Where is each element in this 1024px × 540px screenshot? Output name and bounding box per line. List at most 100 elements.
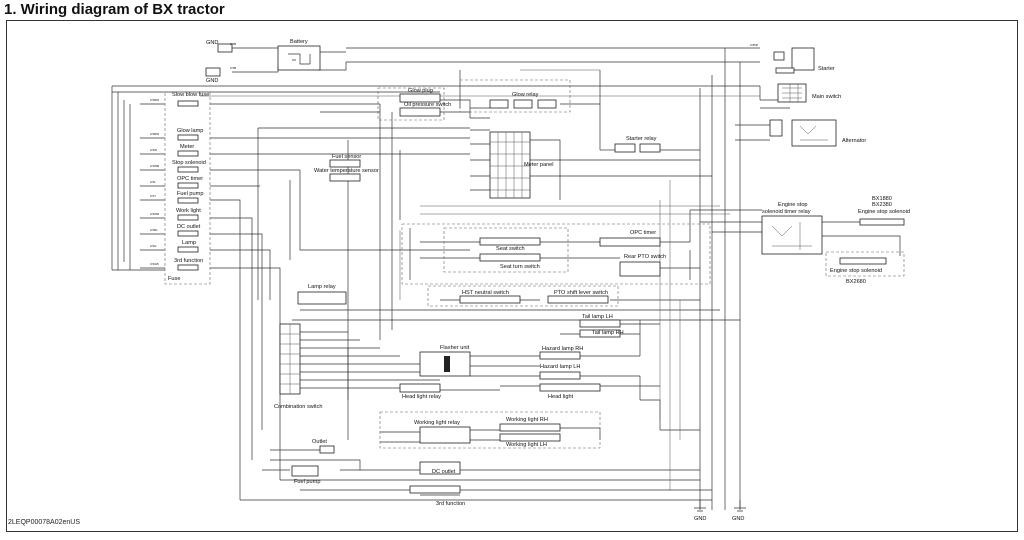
outlet-connector bbox=[319, 445, 335, 454]
alternator-connector bbox=[769, 119, 783, 137]
glow-plug-label: Glow plug bbox=[408, 88, 433, 94]
working-light-relay-label: Working light relay bbox=[414, 420, 460, 426]
working-light-relay-box bbox=[419, 426, 471, 444]
fuel-sensor-label: Fuel sensor bbox=[332, 154, 361, 160]
third-function-connector bbox=[409, 485, 461, 494]
svg-text:0.5RW: 0.5RW bbox=[150, 132, 159, 136]
third-function-fuse-label: 3rd function bbox=[174, 258, 203, 264]
battery-box bbox=[277, 45, 321, 71]
glow-relay-region bbox=[459, 79, 571, 113]
starter-label: Starter bbox=[818, 66, 835, 72]
glow-plug-connector bbox=[399, 93, 441, 103]
engine-stop-solenoid-b-label: Engine stop solenoid bbox=[830, 268, 882, 274]
svg-text:0.5G: 0.5G bbox=[150, 244, 157, 248]
svg-text:0.5B: 0.5B bbox=[230, 66, 236, 70]
gnd-label-bottom-b: GND bbox=[732, 516, 744, 522]
engine-stop-label-2: solenoid timer relay bbox=[762, 209, 811, 215]
hazard-lamp-rh-connector bbox=[539, 351, 581, 360]
combination-switch-label: Combination switch bbox=[274, 404, 323, 410]
hazard-lamp-lh-label: Hazard lamp LH bbox=[540, 364, 580, 370]
flasher-unit-core bbox=[444, 356, 450, 372]
third-function-label: 3rd function bbox=[436, 501, 465, 507]
working-light-region bbox=[379, 411, 601, 449]
document-code: 2LEQP00078A02enUS bbox=[8, 519, 80, 526]
svg-text:0.5WB: 0.5WB bbox=[150, 164, 159, 168]
meter-label: Meter bbox=[180, 144, 194, 150]
hst-neutral-switch-label: HST neutral switch bbox=[462, 290, 509, 296]
fuse-box-region bbox=[164, 91, 211, 285]
head-light-connector bbox=[539, 383, 601, 392]
dc-outlet-fuse-label: DC outlet bbox=[177, 224, 201, 230]
ground-terminals bbox=[694, 500, 746, 512]
svg-text:0.5L: 0.5L bbox=[150, 180, 156, 184]
alternator-label: Alternator bbox=[842, 138, 866, 144]
oil-pressure-switch-label: Oil pressure switch bbox=[404, 102, 451, 108]
glow-relay-connector-a bbox=[489, 99, 509, 109]
starter-relay-connector-b bbox=[639, 143, 661, 153]
work-light-label: Work light bbox=[176, 208, 201, 214]
engine-stop-solenoid-label: Engine stop solenoid bbox=[858, 209, 910, 215]
head-light-label: Head light bbox=[548, 394, 574, 400]
alternator-box bbox=[791, 119, 837, 147]
slow-blow-fuse-label: Slow blow fuse bbox=[172, 92, 209, 98]
seat-turn-switch-label: Seat turn switch bbox=[500, 264, 540, 270]
diagram-title: 1. Wiring diagram of BX tractor bbox=[4, 1, 225, 18]
rear-pto-switch-box bbox=[619, 261, 661, 277]
seat-switch-region bbox=[443, 227, 569, 273]
tail-lamp-rh-connector bbox=[579, 329, 621, 338]
meter-panel-box bbox=[489, 131, 531, 199]
glow-relay-label: Glow relay bbox=[512, 92, 539, 98]
dc-outlet-label: DC outlet bbox=[432, 469, 456, 475]
fuel-sensor-connector bbox=[329, 159, 361, 168]
glow-plug-region bbox=[377, 87, 445, 121]
engine-stop-label-1: Engine stop bbox=[778, 202, 808, 208]
lamp-relay-label: Lamp relay bbox=[308, 284, 336, 290]
head-light-relay-connector bbox=[399, 383, 441, 393]
fuel-pump-fuse-label: Fuel pump bbox=[177, 191, 203, 197]
pto-shift-lever-switch-connector bbox=[547, 295, 609, 304]
svg-text:0.5B: 0.5B bbox=[230, 42, 236, 46]
glow-relay-connector-c bbox=[537, 99, 557, 109]
seat-switch-label: Seat switch bbox=[496, 246, 525, 252]
hst-neutral-switch-connector bbox=[459, 295, 521, 304]
lamp-relay-box bbox=[297, 291, 347, 305]
wire-harness bbox=[111, 47, 901, 510]
lamp-label: Lamp bbox=[182, 240, 196, 246]
model-bx2680-label: BX2680 bbox=[846, 279, 866, 285]
model-bx1880-label: BX1880 bbox=[872, 196, 892, 202]
oil-pressure-switch-connector bbox=[399, 107, 441, 117]
svg-text:0.85R: 0.85R bbox=[750, 43, 759, 47]
svg-text:0.5GB: 0.5GB bbox=[150, 262, 159, 266]
seat-switch-connector bbox=[479, 237, 541, 246]
starter-box bbox=[791, 47, 815, 71]
engine-stop-solenoid-connector-b bbox=[839, 257, 887, 265]
tail-lamp-rh-label: Tail lamp RH bbox=[592, 330, 624, 336]
hazard-lamp-lh-connector bbox=[539, 371, 581, 380]
battery-label: Battery bbox=[290, 39, 308, 45]
glow-relay-connector-b bbox=[513, 99, 533, 109]
svg-text:0.5WR: 0.5WR bbox=[150, 212, 160, 216]
engine-stop-solenoid-b-region bbox=[825, 251, 905, 277]
meter-panel-label: Meter panel bbox=[524, 162, 554, 168]
main-switch-label: Main switch bbox=[812, 94, 841, 100]
outlet-label: Outlet bbox=[312, 439, 327, 445]
pto-shift-lever-switch-label: PTO shift lever switch bbox=[554, 290, 608, 296]
gnd-connector-bottom bbox=[205, 67, 221, 77]
flasher-unit-label: Flasher unit bbox=[440, 345, 470, 351]
svg-text:0.5RW: 0.5RW bbox=[150, 98, 159, 102]
working-light-lh-label: Working light LH bbox=[506, 442, 547, 448]
head-light-relay-label: Head light relay bbox=[402, 394, 441, 400]
starter-terminal bbox=[775, 67, 795, 74]
gnd-connector-top bbox=[217, 43, 233, 53]
working-light-lh-connector bbox=[499, 433, 561, 442]
starter-connector bbox=[773, 51, 785, 61]
connector-codes: 0.5B 0.5B 0.85R 0.5RW 0.5RW 0.5W 0.5WB 0… bbox=[150, 42, 759, 266]
working-light-rh-connector bbox=[499, 423, 561, 432]
opc-timer-connector bbox=[599, 237, 661, 247]
fuel-pump-box bbox=[291, 465, 319, 477]
svg-text:0.5RL: 0.5RL bbox=[150, 228, 158, 232]
working-light-rh-label: Working light RH bbox=[506, 417, 548, 423]
hst-pto-region bbox=[427, 285, 619, 307]
stop-solenoid-label: Stop solenoid bbox=[172, 160, 206, 166]
